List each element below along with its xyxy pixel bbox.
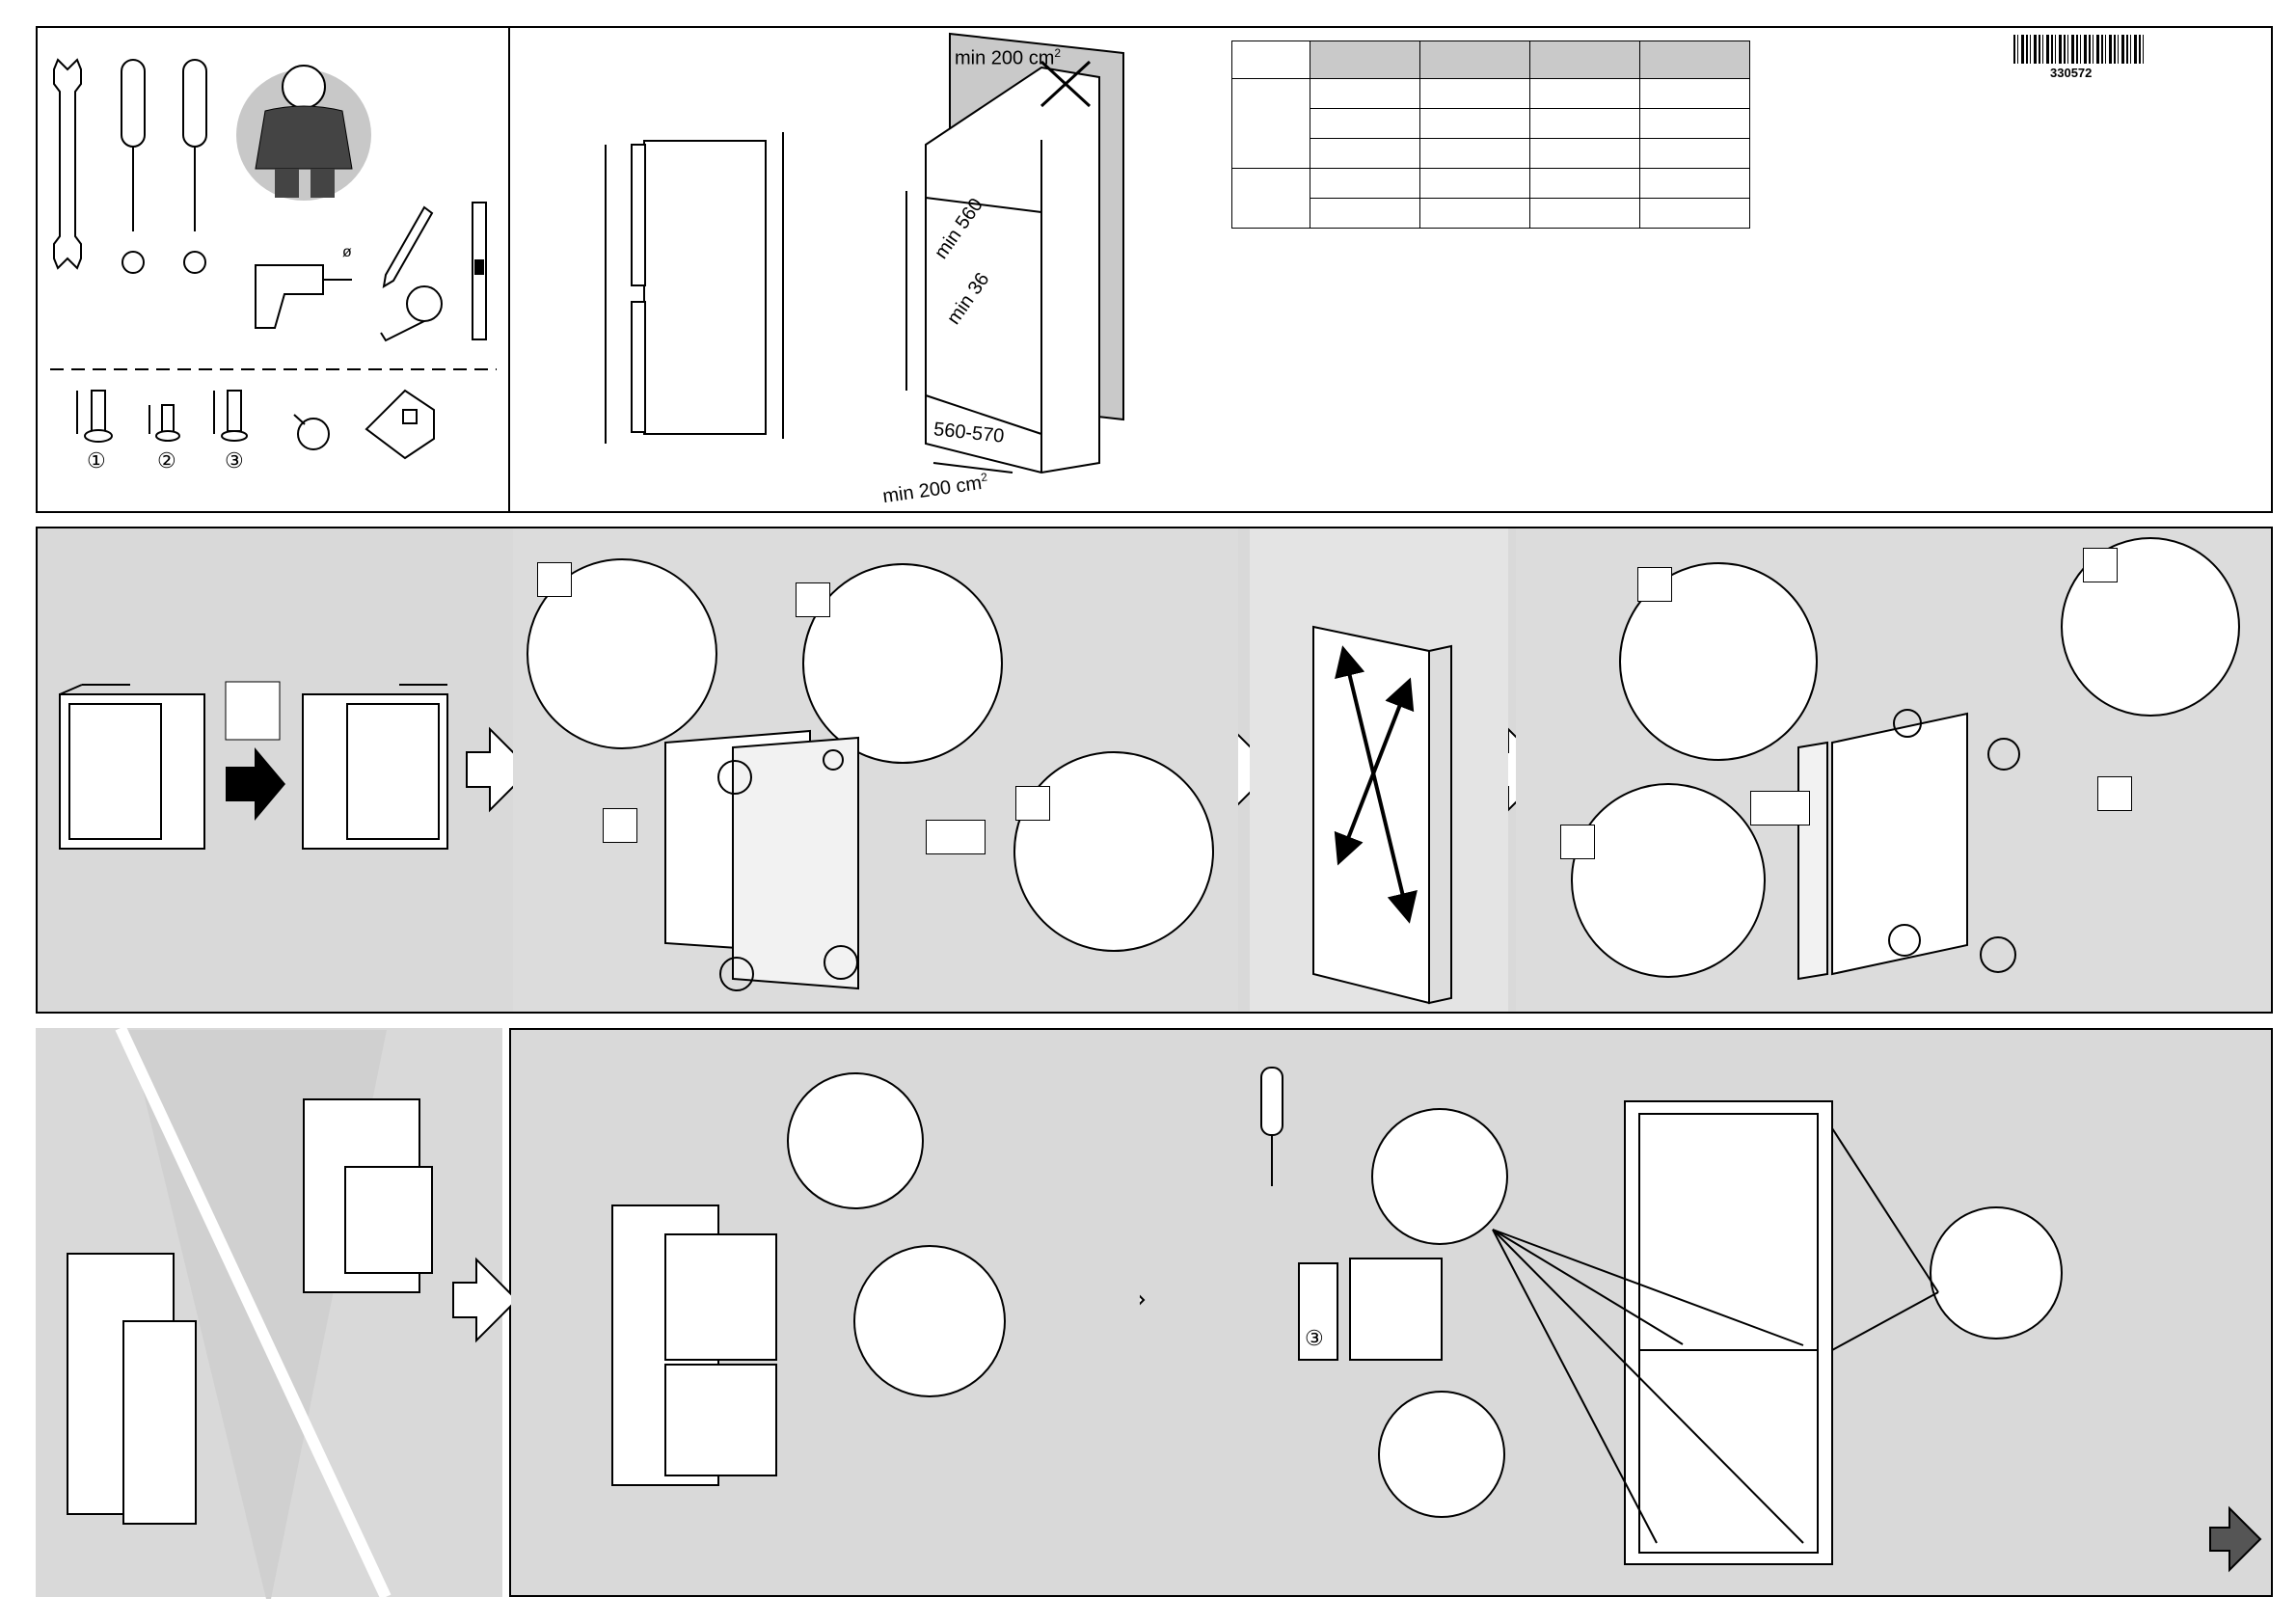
seal-zoom (787, 1072, 1006, 1397)
label-box (2097, 776, 2132, 811)
screwdriver-icon-2 (1260, 1067, 1283, 1186)
label-box (2083, 548, 2118, 582)
wrench-icon (53, 58, 82, 270)
top-panel-frame (36, 26, 2273, 513)
screwdriver-icon (121, 59, 207, 274)
screw-1-label: ① (87, 448, 106, 473)
door-panel (1312, 625, 1452, 1005)
screw-2 (149, 404, 180, 442)
next-page-arrow-icon[interactable] (2209, 1505, 2262, 1573)
step-box (225, 681, 281, 741)
tape-measure-icon (380, 285, 443, 342)
step-arrow-1 (466, 726, 532, 813)
angle-bracket (365, 389, 435, 460)
label-box (1015, 786, 1050, 821)
seal-cabinet (611, 1204, 777, 1486)
label-box (603, 808, 637, 843)
tools-divider (508, 26, 510, 513)
fridge-before (59, 684, 205, 850)
screw-3-bottom-label: ③ (1305, 1326, 1324, 1350)
niche-perspective (905, 32, 1124, 474)
drill-icon: ø (255, 244, 352, 329)
label-box (537, 562, 572, 597)
screw-1 (76, 390, 113, 443)
fridge-perspective-b (1797, 709, 2020, 981)
step-arrow-4 (452, 1257, 519, 1343)
vent-top-label: min 200 cm2 (955, 46, 1062, 69)
screw-3 (213, 390, 248, 442)
niche-unit-tall (67, 1253, 197, 1525)
screw-3-label: ③ (225, 448, 244, 473)
built-in-appliance (1624, 1100, 1833, 1565)
label-box (926, 820, 986, 854)
barcode (2013, 35, 2145, 64)
reverse-arrow-icon (226, 747, 285, 821)
cover-cap (293, 414, 330, 450)
fridge-perspective-a (664, 729, 859, 991)
barcode-number: 330572 (2050, 66, 2093, 80)
label-box (1637, 567, 1672, 602)
technician-icon (236, 65, 371, 201)
pencil-icon (382, 205, 434, 288)
fridge-after (302, 684, 448, 850)
spec-table (1231, 41, 1750, 229)
niche-unit-small (303, 1098, 433, 1293)
svg-text:ø: ø (342, 244, 352, 260)
bracket-box (1349, 1258, 1443, 1361)
spirit-level-icon (472, 202, 487, 340)
label-box (1750, 791, 1810, 826)
appliance-side-view (605, 132, 784, 444)
zoom-circle (527, 537, 2240, 978)
diagonal-divider-line (115, 1025, 392, 1600)
screw-2-label: ② (157, 448, 176, 473)
leader-lines (1492, 1127, 1939, 1544)
label-box (1560, 825, 1595, 859)
label-box (796, 582, 830, 617)
fix-detail-zoom (1371, 1108, 2063, 1518)
screw3-box (1298, 1262, 1338, 1361)
blocked-vent-icon (1040, 60, 1092, 108)
